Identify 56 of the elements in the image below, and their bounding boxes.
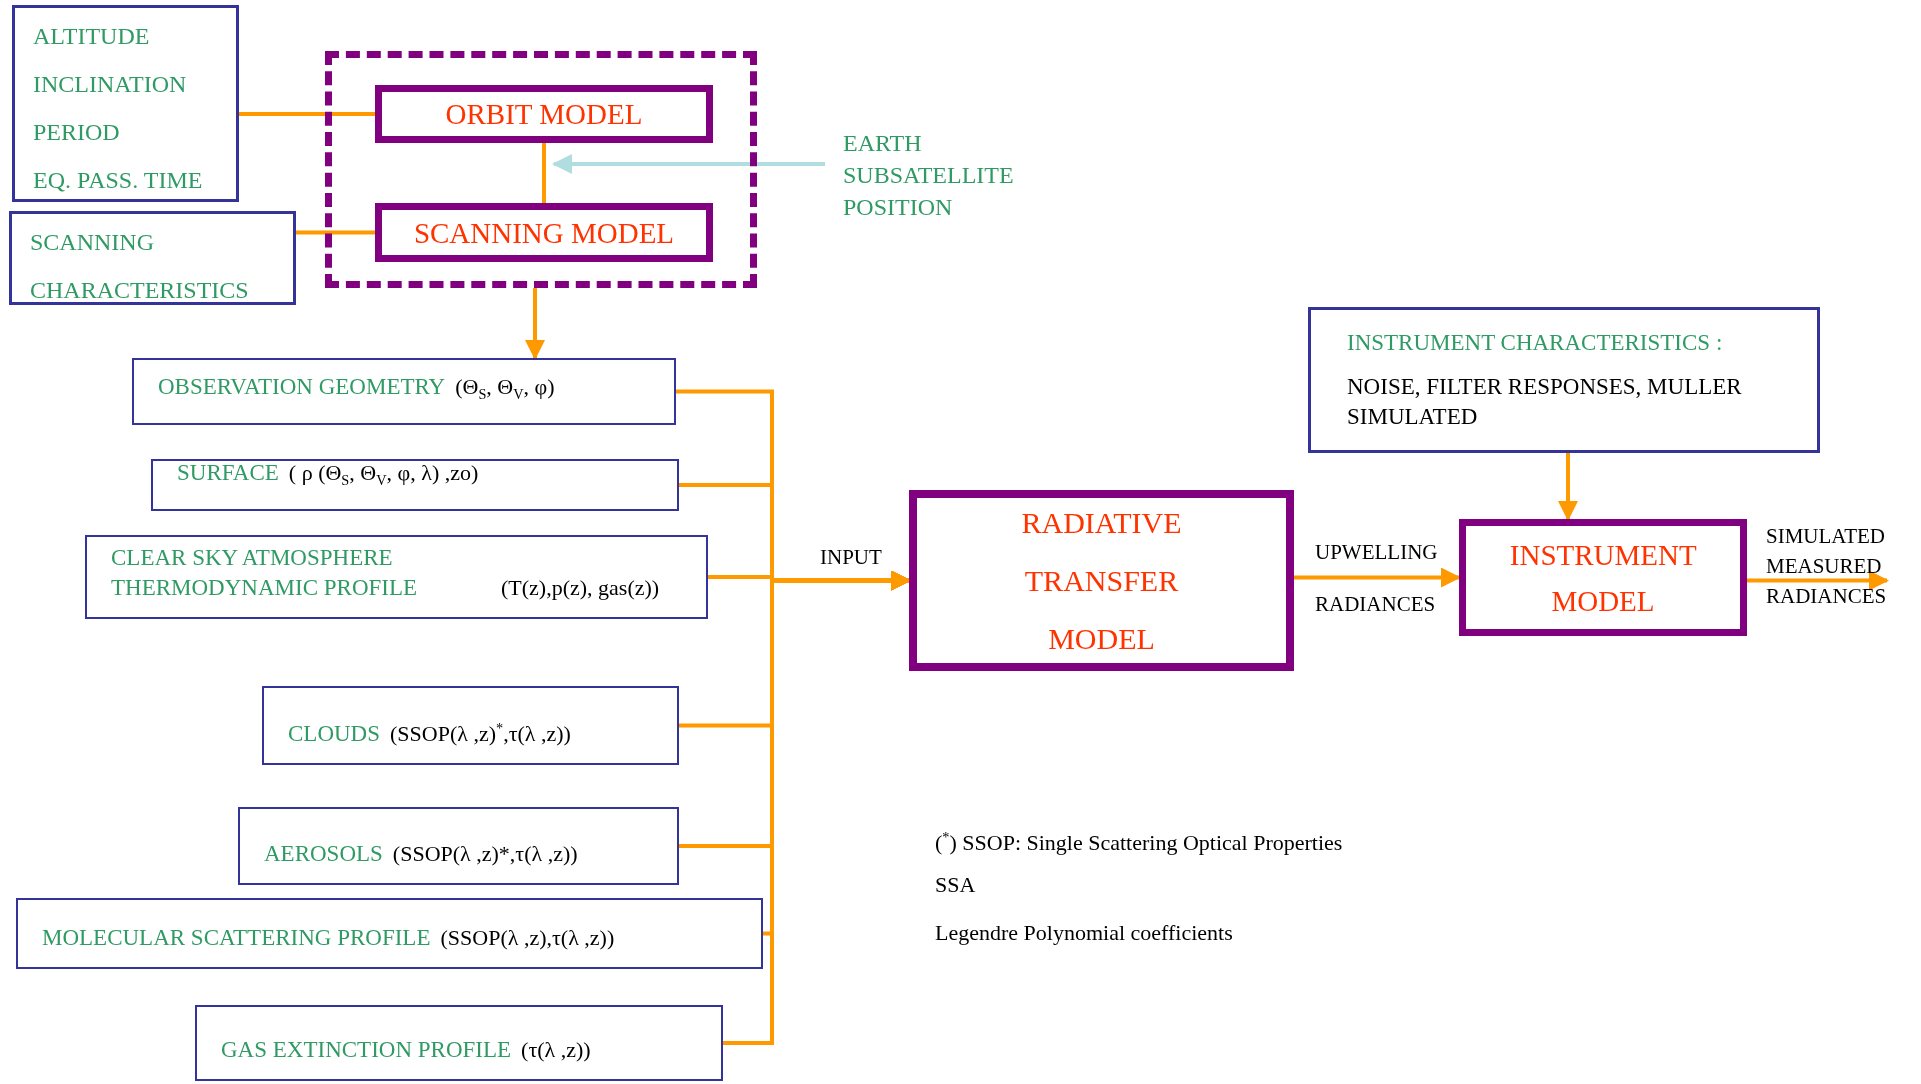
model-box [375, 85, 713, 143]
footnote-text: Legendre Polynomial coefficients [935, 919, 1233, 947]
input-box [85, 535, 708, 619]
model-title: INSTRUMENT MODEL [1509, 537, 1697, 619]
parameter-text: ALTITUDE [33, 22, 151, 51]
input-name: AEROSOLS [264, 840, 383, 868]
footnote-text: SSA [935, 871, 976, 899]
characteristics-text: INSTRUMENT CHARACTERISTICS : [1347, 329, 1724, 357]
formula-text: (SSOP(λ ,z)$^{*}$,τ(λ ,z)) [390, 718, 571, 748]
formula-text: (SSOP(λ ,z),τ(λ ,z)) [440, 924, 615, 952]
parameter-text: EQ. PASS. TIME [33, 166, 204, 195]
arrow [1294, 567, 1461, 588]
input-text: EARTH SUBSATELLITE POSITION [843, 129, 1014, 222]
parameter-text: INCLINATION [33, 70, 188, 99]
parameter-text: PERIOD [33, 118, 121, 147]
edge-label: SIMULATED MEASURED RADIANCES [1766, 523, 1887, 610]
arrow [1558, 453, 1578, 521]
input-box [238, 807, 679, 885]
input-name: GAS EXTINCTION PROFILE [221, 1036, 512, 1064]
parameter-text: SCANNING CHARACTERISTICS [30, 228, 250, 305]
input-box [132, 358, 676, 425]
characteristics-text: NOISE, FILTER RESPONSES, MULLER SIMULATED [1347, 373, 1743, 431]
arrow [1747, 570, 1889, 591]
formula-text: ( ρ (Θ$_{S}$, Θ$_{V}$, φ, λ) ,zo) [288, 458, 479, 490]
model-title: ORBIT MODEL [445, 97, 643, 132]
input-name: SURFACE [177, 458, 279, 487]
arrow [552, 154, 825, 174]
arrow [723, 570, 911, 1045]
connector-line [296, 230, 375, 235]
formula-text: (τ(λ ,z)) [521, 1036, 591, 1064]
input-name: MOLECULAR SCATTERING PROFILE [42, 924, 431, 952]
parameter-box [9, 211, 296, 305]
model-title: RADIATIVE TRANSFER MODEL [1021, 504, 1182, 657]
model-title: SCANNING MODEL [413, 215, 675, 251]
model-box [909, 490, 1294, 671]
input-name: OBSERVATION GEOMETRY [158, 372, 446, 401]
formula-text: (Θ$_{S}$, Θ$_{V}$, φ) [455, 372, 555, 404]
input-box [262, 686, 679, 765]
input-box [151, 459, 679, 511]
connector-line [239, 112, 375, 116]
input-box [16, 898, 763, 969]
dashed-group-box [325, 51, 757, 288]
model-box [1459, 519, 1747, 636]
input-box [195, 1005, 723, 1081]
input-name: CLOUDS [288, 720, 380, 748]
formula-text: (T(z),p(z), gas(z)) [501, 574, 660, 602]
parameter-box [12, 5, 239, 202]
arrow [525, 288, 545, 360]
input-name: CLEAR SKY ATMOSPHERE THERMODYNAMIC PROFILE [111, 544, 419, 602]
connector-line [542, 143, 546, 203]
characteristics-box [1308, 307, 1820, 453]
formula-text: (SSOP(λ ,z)*,τ(λ ,z)) [392, 840, 578, 868]
footnote-text: ($^{*}$) SSOP: Single Scattering Optical Properties [935, 828, 1343, 858]
edge-label: UPWELLING RADIANCES [1315, 539, 1438, 618]
model-box [375, 203, 713, 262]
edge-label: INPUT [820, 544, 882, 571]
